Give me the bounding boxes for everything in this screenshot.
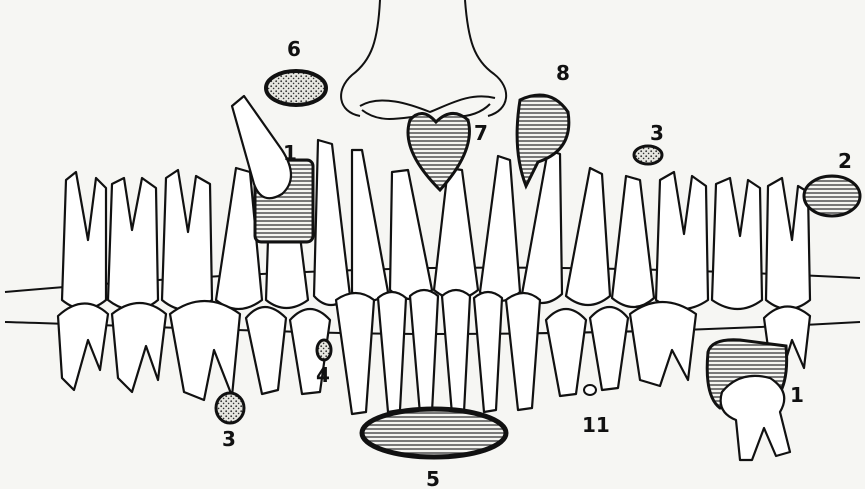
label-11: 11 xyxy=(582,413,610,437)
label-8: 8 xyxy=(556,61,570,85)
lower-tooth xyxy=(474,292,502,412)
lower-tooth xyxy=(336,293,374,414)
lower-tooth xyxy=(546,309,586,396)
label-4: 4 xyxy=(316,363,330,387)
lesion-3-lower xyxy=(216,393,244,423)
label-2: 2 xyxy=(838,149,852,173)
upper-tooth xyxy=(712,178,762,309)
lower-tooth xyxy=(378,292,406,412)
upper-tooth xyxy=(480,156,520,301)
lesion-6 xyxy=(266,71,326,105)
lower-tooth xyxy=(58,303,108,390)
label-1-lower: 1 xyxy=(790,383,804,407)
lower-tooth xyxy=(410,290,438,414)
upper-tooth xyxy=(656,172,708,309)
lower-tooth xyxy=(506,293,540,410)
lesion-4 xyxy=(317,340,331,360)
lesion-11 xyxy=(584,385,596,395)
lower-tooth xyxy=(590,307,628,390)
label-1-upper: 1 xyxy=(283,141,297,165)
upper-tooth xyxy=(612,176,654,307)
lower-tooth xyxy=(630,302,696,386)
label-5: 5 xyxy=(426,467,440,489)
impacted-molar xyxy=(721,376,790,460)
lower-tooth xyxy=(246,307,286,394)
lower-tooth xyxy=(112,303,166,392)
lesion-2 xyxy=(804,176,860,216)
upper-tooth xyxy=(266,236,308,308)
upper-tooth xyxy=(390,170,432,299)
label-6: 6 xyxy=(287,37,301,61)
upper-tooth xyxy=(352,150,388,301)
lesion-5 xyxy=(362,409,506,457)
lesion-3-upper xyxy=(634,146,662,164)
label-3-lower: 3 xyxy=(222,427,236,451)
nose-outline xyxy=(341,0,506,119)
label-3-upper: 3 xyxy=(650,121,664,145)
lower-teeth xyxy=(58,290,810,414)
lower-tooth xyxy=(170,301,240,400)
upper-tooth xyxy=(162,170,212,310)
upper-tooth xyxy=(566,168,610,305)
label-7: 7 xyxy=(474,121,488,145)
upper-tooth xyxy=(108,178,158,310)
upper-tooth xyxy=(62,172,106,309)
upper-tooth xyxy=(314,140,350,305)
lower-tooth xyxy=(442,290,470,414)
